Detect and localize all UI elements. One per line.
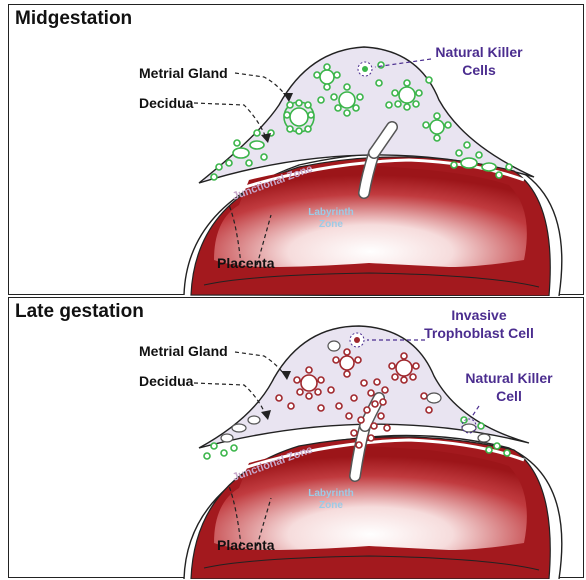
decidua-label: Decidua (139, 95, 194, 111)
labyrinth-label-line2: Zone (319, 500, 343, 511)
labyrinth-label-line1: Labyrinth (308, 207, 354, 218)
metrial-gland-label: Metrial Gland (139, 65, 228, 81)
midgestation-panel: Midgestation (8, 4, 584, 295)
decidua-label: Decidua (139, 373, 194, 389)
late-gestation-panel: Late gestation (8, 297, 584, 578)
nk-cells-label-line1: Natural Killer (435, 44, 523, 60)
nk-cell-label-line1: Natural Killer (465, 370, 553, 386)
late-gestation-diagram: Metrial Gland Decidua Junctional Zone La… (9, 298, 585, 579)
labyrinth-label-line1: Labyrinth (308, 488, 354, 499)
invasive-trophoblast-label-line2: Trophoblast Cell (424, 325, 534, 341)
nk-cell-label-line2: Cell (496, 388, 522, 404)
placenta-label: Placenta (217, 537, 275, 553)
midgestation-diagram: Metrial Gland Decidua Junctional Zone La… (9, 5, 585, 296)
placenta-label: Placenta (217, 255, 275, 271)
labyrinth-label-line2: Zone (319, 219, 343, 230)
nk-cells-label-line2: Cells (462, 62, 496, 78)
invasive-trophoblast-label-line1: Invasive (451, 307, 506, 323)
metrial-gland-label: Metrial Gland (139, 343, 228, 359)
